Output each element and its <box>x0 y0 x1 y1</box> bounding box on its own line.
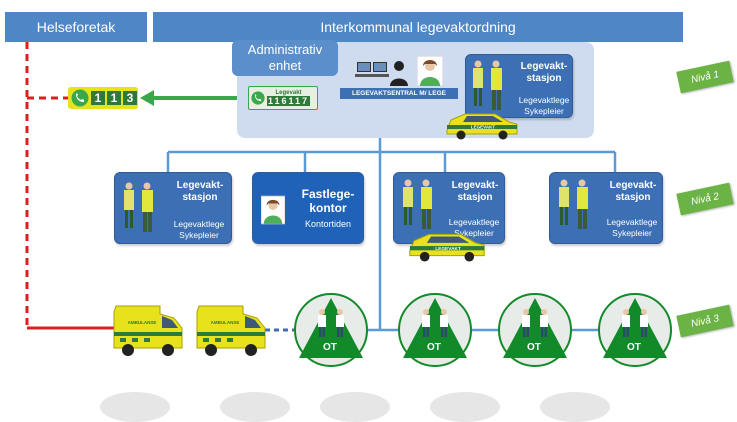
computer-operator-icon <box>355 61 408 86</box>
central-label-bar: LEGEVAKTSENTRAL M/ LEGE <box>340 88 458 99</box>
phone-icon <box>71 89 89 107</box>
station-title: Legevakt-stasjon <box>520 61 568 84</box>
legevakt-116117-sign: Legevakt 116117 <box>248 86 318 110</box>
central-icons <box>355 56 445 88</box>
paramedic-figures-icon <box>559 179 588 229</box>
doctor-icon <box>417 56 443 86</box>
phone-digit: 1 <box>107 91 121 105</box>
ot-label: OT <box>323 342 337 353</box>
sign-number: 116117 <box>267 96 311 106</box>
station-title: Legevakt-stasjon <box>609 180 657 203</box>
sign-title: Legevakt <box>275 90 302 96</box>
ot-triangle-icon <box>598 293 672 367</box>
paramedic-figures-icon <box>403 179 432 229</box>
paramedic-figures-icon <box>124 182 153 232</box>
ambulance-label: AMBULANSE <box>211 320 240 325</box>
legevakt-car-icon: LEGEVAKT <box>446 113 518 140</box>
ot-triangle-icon <box>294 293 368 367</box>
vehicle-label: LEGEVAKT <box>471 125 495 130</box>
doctor-icon <box>261 195 285 225</box>
ot-triangle-icon <box>498 293 572 367</box>
ot-unit: OT <box>597 292 673 368</box>
header-interkommunal-label: Interkommunal legevaktordning <box>320 19 516 35</box>
paramedic-figures-icon <box>473 60 502 110</box>
header-helseforetak: Helseforetak <box>5 12 147 42</box>
station-title: Legevakt-stasjon <box>176 180 224 203</box>
legevakt-car-icon: LEGEVAKT <box>409 233 485 262</box>
vehicle-label: LEGEVAKT <box>435 246 461 252</box>
ambulance-icon: AMBULANSE <box>113 305 183 356</box>
gp-office-title: Fastlege-kontor <box>301 187 355 215</box>
central-label: LEGEVAKTSENTRAL M/ LEGE <box>351 90 446 97</box>
gp-office-subtitle: Kontortiden <box>304 219 352 229</box>
phone-icon <box>251 91 265 105</box>
ambulance-icon: AMBULANSE <box>196 305 266 356</box>
station-title: Legevakt-stasjon <box>451 180 499 203</box>
ot-label: OT <box>427 342 441 353</box>
ot-label: OT <box>627 342 641 353</box>
emergency-phone-113: 1 1 3 <box>68 87 138 109</box>
phone-digit: 1 <box>91 91 105 105</box>
header-helseforetak-label: Helseforetak <box>36 19 116 35</box>
header-interkommunal: Interkommunal legevaktordning <box>153 12 683 42</box>
ot-unit: OT <box>497 292 573 368</box>
ot-unit: OT <box>397 292 473 368</box>
ambulance-label: AMBULANSE <box>128 320 157 325</box>
phone-digit: 3 <box>123 91 137 105</box>
admin-unit-box: Administrativ enhet <box>232 40 338 76</box>
admin-unit-label-2: enhet <box>268 58 302 73</box>
gp-office-box: Fastlege-kontor Kontortiden <box>252 172 364 244</box>
admin-unit-label-1: Administrativ <box>247 42 323 57</box>
ot-triangle-icon <box>398 293 472 367</box>
ot-label: OT <box>527 342 541 353</box>
ot-unit: OT <box>293 292 369 368</box>
